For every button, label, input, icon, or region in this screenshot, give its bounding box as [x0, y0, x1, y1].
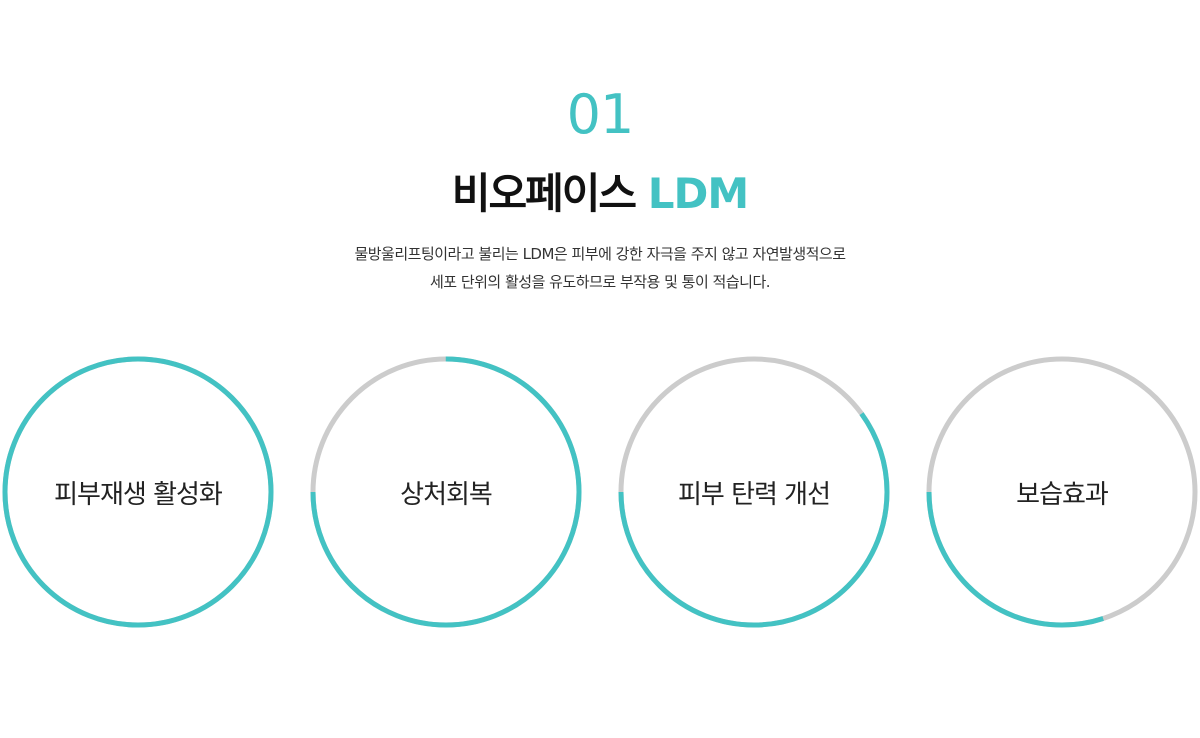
effect-label: 보습효과 — [1016, 479, 1109, 510]
section-description: 물방울리프팅이라고 불리는 LDM은 피부에 강한 자극을 주지 않고 자연발생… — [0, 240, 1200, 296]
title-accent: LDM — [647, 169, 749, 218]
effect-label: 피부 탄력 개선 — [677, 479, 831, 510]
effect-circle-wound-recovery: 상처회복 — [308, 354, 584, 630]
effect-label: 피부재생 활성화 — [54, 479, 223, 510]
section-title: 비오페이스 LDM — [0, 164, 1200, 224]
effect-circle-elasticity: 피부 탄력 개선 — [616, 354, 892, 630]
effect-circle-moisture: 보습효과 — [924, 354, 1200, 630]
ring-progress — [310, 356, 582, 628]
progress-ring — [2, 356, 274, 628]
ring-progress — [2, 356, 274, 628]
ring-progress — [618, 356, 890, 628]
ring-progress — [926, 356, 1198, 628]
description-line-2: 세포 단위의 활성을 유도하므로 부작용 및 통이 적습니다. — [429, 273, 771, 291]
effect-label: 상처회복 — [400, 479, 493, 510]
effect-circles: 피부재생 활성화 상처회복 피부 탄력 개선 보습효과 — [0, 354, 1200, 634]
progress-ring — [618, 356, 890, 628]
effect-circle-regeneration: 피부재생 활성화 — [0, 354, 276, 630]
title-main: 비오페이스 — [451, 169, 637, 218]
progress-ring — [310, 356, 582, 628]
section-number: 01 — [566, 83, 635, 146]
progress-ring — [926, 356, 1198, 628]
description-line-1: 물방울리프팅이라고 불리는 LDM은 피부에 강한 자극을 주지 않고 자연발생… — [354, 245, 846, 263]
